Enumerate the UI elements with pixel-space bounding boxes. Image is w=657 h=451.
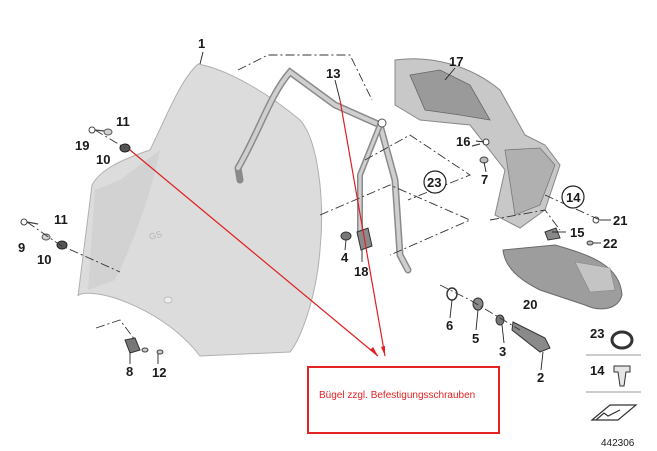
label-22: 22 [603, 236, 617, 251]
label-11b: 11 [54, 212, 68, 227]
label-11a: 11 [116, 114, 130, 129]
diagram-id: 442306 [601, 438, 635, 449]
label-19: 19 [75, 138, 89, 153]
label-3: 3 [499, 344, 506, 359]
cover-20-detail [574, 261, 616, 293]
leader-lines [129, 51, 611, 371]
label-7: 7 [481, 172, 488, 187]
o-ring-icon [610, 330, 634, 350]
label-12: 12 [152, 365, 166, 380]
label-6: 6 [446, 318, 453, 333]
label-18: 18 [354, 264, 368, 279]
label-23: 23 [427, 175, 441, 190]
label-2: 2 [537, 370, 544, 385]
bracket-17 [394, 58, 561, 229]
label-13: 13 [326, 66, 340, 81]
label-15: 15 [570, 225, 584, 240]
note-text: Bügel zzgl. Befestigungsschrauben [319, 390, 476, 401]
label-5: 5 [472, 331, 479, 346]
svg-text:GS: GS [148, 229, 163, 242]
label-17: 17 [449, 54, 463, 69]
cover-20 [502, 244, 623, 310]
label-10a: 10 [96, 152, 110, 167]
legend-label-23: 23 [590, 326, 604, 341]
screw-icon [613, 365, 631, 387]
label-4: 4 [341, 250, 349, 265]
label-9: 9 [18, 240, 25, 255]
label-14: 14 [566, 190, 581, 205]
label-10b: 10 [37, 252, 51, 267]
note-box: Bügel zzgl. Befestigungsschrauben [307, 366, 500, 434]
part-labels: 1 2 3 4 5 6 7 8 9 10 10 11 11 12 13 14 1… [18, 36, 627, 385]
label-21: 21 [613, 213, 627, 228]
circled-part-14 [561, 185, 585, 209]
note-callout-lines [129, 99, 386, 357]
label-16: 16 [456, 134, 470, 149]
legend-label-14: 14 [590, 363, 605, 378]
legend-icons [586, 330, 641, 421]
label-20: 20 [523, 297, 537, 312]
legend-labels: 23 14 [590, 326, 605, 378]
windshield: GS [77, 63, 323, 357]
label-8: 8 [126, 364, 133, 379]
circled-part-23 [423, 170, 447, 194]
label-1: 1 [198, 36, 205, 51]
